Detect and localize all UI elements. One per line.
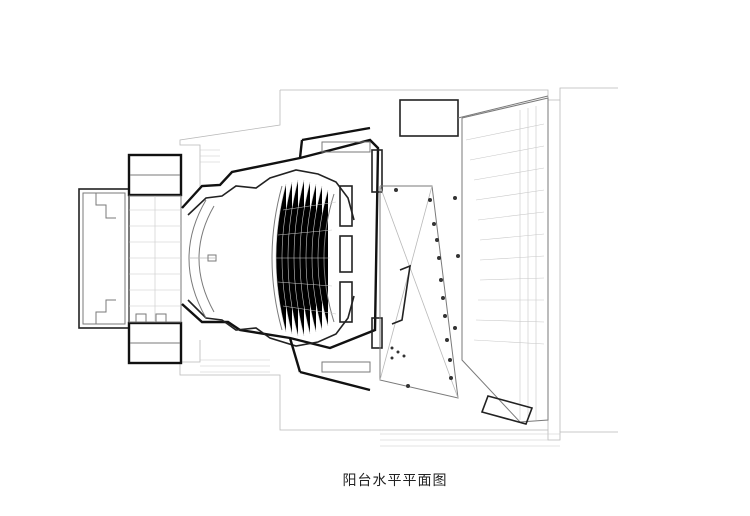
left-foyer-block [78, 153, 183, 365]
seating-rows [271, 179, 337, 337]
drawing-caption: 阳台水平平面图 [342, 473, 448, 489]
site-outline [179, 87, 618, 441]
foyer-hall [379, 185, 460, 399]
balcony-boxes [321, 141, 383, 373]
side-strips [200, 149, 270, 373]
right-terrace [399, 95, 549, 425]
bottom-strip [380, 433, 560, 447]
lobby-stair-block [128, 195, 182, 323]
stage-apron [188, 199, 217, 319]
